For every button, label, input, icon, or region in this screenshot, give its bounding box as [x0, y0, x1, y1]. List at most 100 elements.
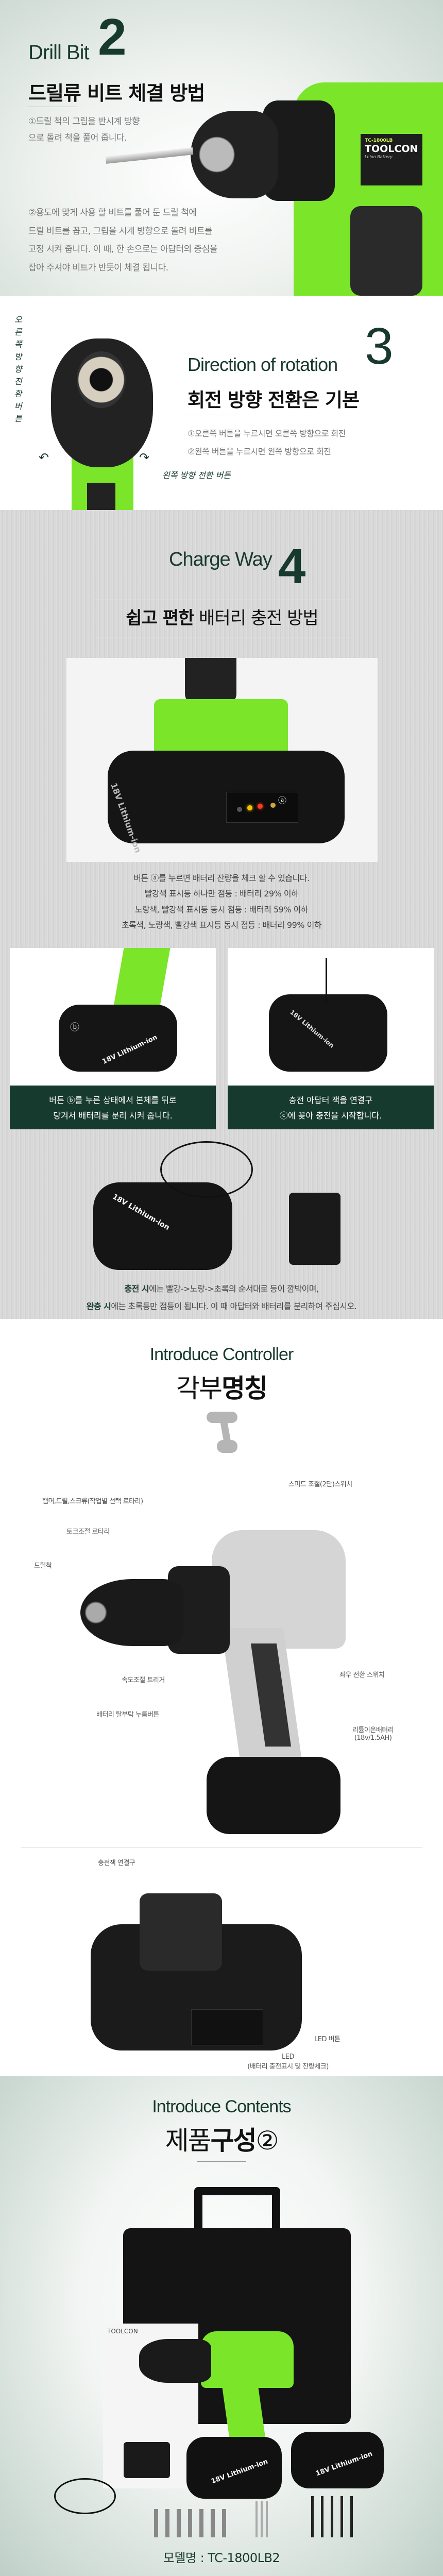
- label-charge-jack: 충전잭 연결구: [98, 1859, 135, 1867]
- text-line: 리튬이온배터리: [352, 1726, 394, 1734]
- masonry-bits: [252, 2501, 268, 2537]
- text-line: 드릴 비트를 꼽고, 그립을 시계 방향으로 돌려 비트를: [28, 226, 213, 236]
- drill-bit: [105, 147, 194, 164]
- arrow-right-icon: ↷: [139, 450, 150, 465]
- divider: [197, 2161, 246, 2162]
- battery-pack: [207, 1757, 340, 1834]
- charge-title: 쉽고 편한 배터리 충전 방법: [94, 604, 350, 629]
- label-led: LED (배터리 충전표시 및 잔량체크): [224, 2053, 352, 2071]
- note-rest: 에는 초록등만 점등이 됩니다. 이 때 아답터와 배터리를 분리하여 주십시오…: [111, 1301, 357, 1311]
- battery-pack: 18V Lithium-ion ⓑ: [59, 1005, 177, 1072]
- battery-label: 18V Lithium-ion: [111, 1192, 171, 1232]
- marker-b: ⓑ: [70, 1022, 79, 1033]
- drill-chuck-photo: TC-1800LB TOOLCON Li-ion Battery: [103, 77, 443, 296]
- text-line: 버튼 ⓐ를 누르면 배터리 잔량을 체크 할 수 있습니다.: [133, 873, 310, 883]
- charger-connect-photo: 18V Lithium-ion: [228, 948, 434, 1086]
- label-mode-rotary: 햄머,드릴,스크류(작업별 선택 로타리): [42, 1498, 143, 1505]
- text-line: ①드릴 척의 그립을 반시계 방향: [28, 116, 140, 127]
- rotation-section: 오른쪽 방향 전환 버튼 ↶ ↷ 왼쪽 방향 전환 버튼 Direction o…: [0, 296, 443, 510]
- marker-a: ⓐ: [278, 795, 287, 805]
- caption-connect: 충전 아답터 잭을 연결구 ⓒ에 꽂아 충전을 시작합니다.: [228, 1086, 434, 1129]
- text-line: ②용도에 맞게 사용 할 비트를 풀어 둔 드릴 척에: [28, 208, 197, 218]
- rotation-steps: ①오른쪽 버튼을 누르시면 오른쪽 방향으로 회전 ②왼쪽 버튼을 누르시면 왼…: [188, 425, 346, 461]
- battery-slot: [140, 1893, 222, 1971]
- drill-bit-title: 드릴류 비트 체결 방법: [28, 82, 205, 105]
- battery-label: 18V Lithium-ion: [109, 782, 143, 854]
- drill-diagram: [78, 1530, 348, 1834]
- led-yellow-icon: [247, 805, 252, 810]
- title-bold: 쉽고 편한: [126, 608, 194, 629]
- text-line: 으로 돌려 척을 풀어 줍니다.: [28, 133, 127, 144]
- power-adapter: [289, 1193, 340, 1265]
- text-line: 충전 아답터 잭을 연결구: [288, 1095, 373, 1105]
- text-line: ①오른쪽 버튼을 누르시면 오른쪽 방향으로 회전: [188, 429, 346, 438]
- text-line: LED: [282, 2053, 294, 2061]
- battery-pack-1: 18V Lithium-ion: [186, 2437, 282, 2499]
- battery-pack-2: 18V Lithium-ion: [291, 2432, 384, 2488]
- cable: [54, 2478, 116, 2514]
- label-battery: 리튬이온배터리 (18v/1.5AH): [352, 1724, 394, 1742]
- drill-grip: [350, 206, 422, 296]
- battery-label: 18V Lithium-ion: [314, 2450, 374, 2478]
- battery-check-photo: 18V Lithium-ion ⓐ: [66, 658, 378, 862]
- label-speed-switch: 스피드 조절(2단)스위치: [288, 1481, 352, 1488]
- label-led-button: LED 버튼: [314, 2036, 340, 2043]
- drill-bit-section: TC-1800LB TOOLCON Li-ion Battery Drill B…: [0, 0, 443, 296]
- battery-remove-photo: 18V Lithium-ion ⓑ: [10, 948, 216, 1086]
- contents-section: Introduce Contents 제품구성② TOOLCON 18V Lit…: [0, 2076, 443, 2576]
- label-direction-switch: 좌우 전환 스위치: [339, 1671, 385, 1679]
- screwdriver-bits: [147, 2509, 232, 2537]
- text-line: 버튼 ⓑ를 누른 상태에서 본체를 뒤로: [49, 1095, 177, 1105]
- power-adapter: [124, 2442, 170, 2478]
- text-line: (배터리 충전표시 및 잔량체크): [247, 2063, 329, 2071]
- rotation-title: 회전 방향 전환은 기본: [188, 389, 360, 411]
- drill-bits: [304, 2496, 355, 2537]
- model-name: 모델명 : TC-1800LB2: [163, 2551, 280, 2565]
- led-panel: ⓐ: [226, 792, 298, 823]
- title-number: ②: [255, 2126, 279, 2156]
- controller-section: Introduce Controller 각부명칭 스피드 조절(2단)스위치 …: [0, 1319, 443, 2076]
- charger-base: 18V Lithium-ion: [269, 994, 387, 1072]
- step-number: 3: [365, 317, 394, 375]
- drill-chuck: [139, 2339, 211, 2383]
- battery-label: 18V Lithium-ion: [288, 1008, 336, 1049]
- left-button-handnote: 왼쪽 방향 전환 버튼: [162, 470, 231, 480]
- right-button-handnote: 오른쪽 방향 전환 버튼: [14, 315, 22, 423]
- title-light: 제품: [165, 2126, 212, 2156]
- controller-eyebrow: Introduce Controller: [149, 1345, 294, 1364]
- drill-bit-eyebrow: Drill Bit: [28, 41, 90, 64]
- step-1-text: ①드릴 척의 그립을 반시계 방향 으로 돌려 척을 풀어 줍니다.: [28, 113, 140, 147]
- text-line: 초록색, 노랑색, 빨강색 표시등 동시 점등 : 배터리 99% 이하: [121, 920, 322, 930]
- title-bold: 명칭: [222, 1374, 268, 1403]
- label-torque-rotary: 토크조절 로타리: [66, 1528, 110, 1536]
- text-line: (18v/1.5AH): [354, 1734, 392, 1742]
- note-rest: 에는 빨강->노랑->초록의 순서대로 등이 깜박이며,: [149, 1284, 319, 1294]
- case-handle: [194, 2187, 280, 2239]
- arrow-left-icon: ↶: [39, 450, 49, 465]
- step-number: 2: [98, 8, 127, 66]
- title-rest: 배터리 충전 방법: [199, 608, 319, 629]
- charging-note: 충전 시에는 빨강->노랑->초록의 순서대로 등이 깜박이며, 완충 시에는 …: [0, 1280, 443, 1315]
- text-line: ⓒ에 꽂아 충전을 시작합니다.: [279, 1111, 382, 1121]
- drill-silhouette-icon: [207, 1412, 237, 1453]
- manual-brand: TOOLCON: [107, 2328, 138, 2335]
- note-bold: 충전 시: [124, 1284, 149, 1294]
- note-bold: 완충 시: [86, 1301, 111, 1311]
- drill-body: [201, 2331, 294, 2388]
- caption-remove: 버튼 ⓑ를 누른 상태에서 본체를 뒤로 당겨서 배터리를 분리 시켜 줍니다.: [10, 1086, 216, 1129]
- text-line: ②왼쪽 버튼을 누르시면 왼쪽 방향으로 회전: [188, 447, 331, 457]
- text-line: 완충 시에는 초록등만 점등이 됩니다. 이 때 아답터와 배터리를 분리하여 …: [0, 1298, 443, 1315]
- label-chuck: 드릴척: [34, 1562, 52, 1570]
- step-number: 4: [278, 539, 306, 594]
- brand-sub: Li-ion Battery: [365, 155, 393, 159]
- text-line: 노랑색, 빨강색 표시등 동시 점등 : 배터리 59% 이하: [134, 904, 309, 914]
- drill-trigger: [87, 483, 115, 510]
- drill-front-photo: [51, 338, 153, 510]
- model-text: TC-1800LB: [365, 138, 393, 143]
- contents-title: 제품구성②: [0, 2120, 443, 2157]
- text-line: 고정 시켜 줍니다. 이 때, 한 손으로는 아답터의 중심을: [28, 244, 217, 255]
- drill-chuck: [191, 111, 278, 198]
- charge-section: Charge Way 4 쉽고 편한 배터리 충전 방법 18V Lithium…: [0, 510, 443, 1319]
- text-line: 당겨서 배터리를 분리 시켜 줍니다.: [53, 1111, 173, 1121]
- chuck-opening: [77, 351, 126, 408]
